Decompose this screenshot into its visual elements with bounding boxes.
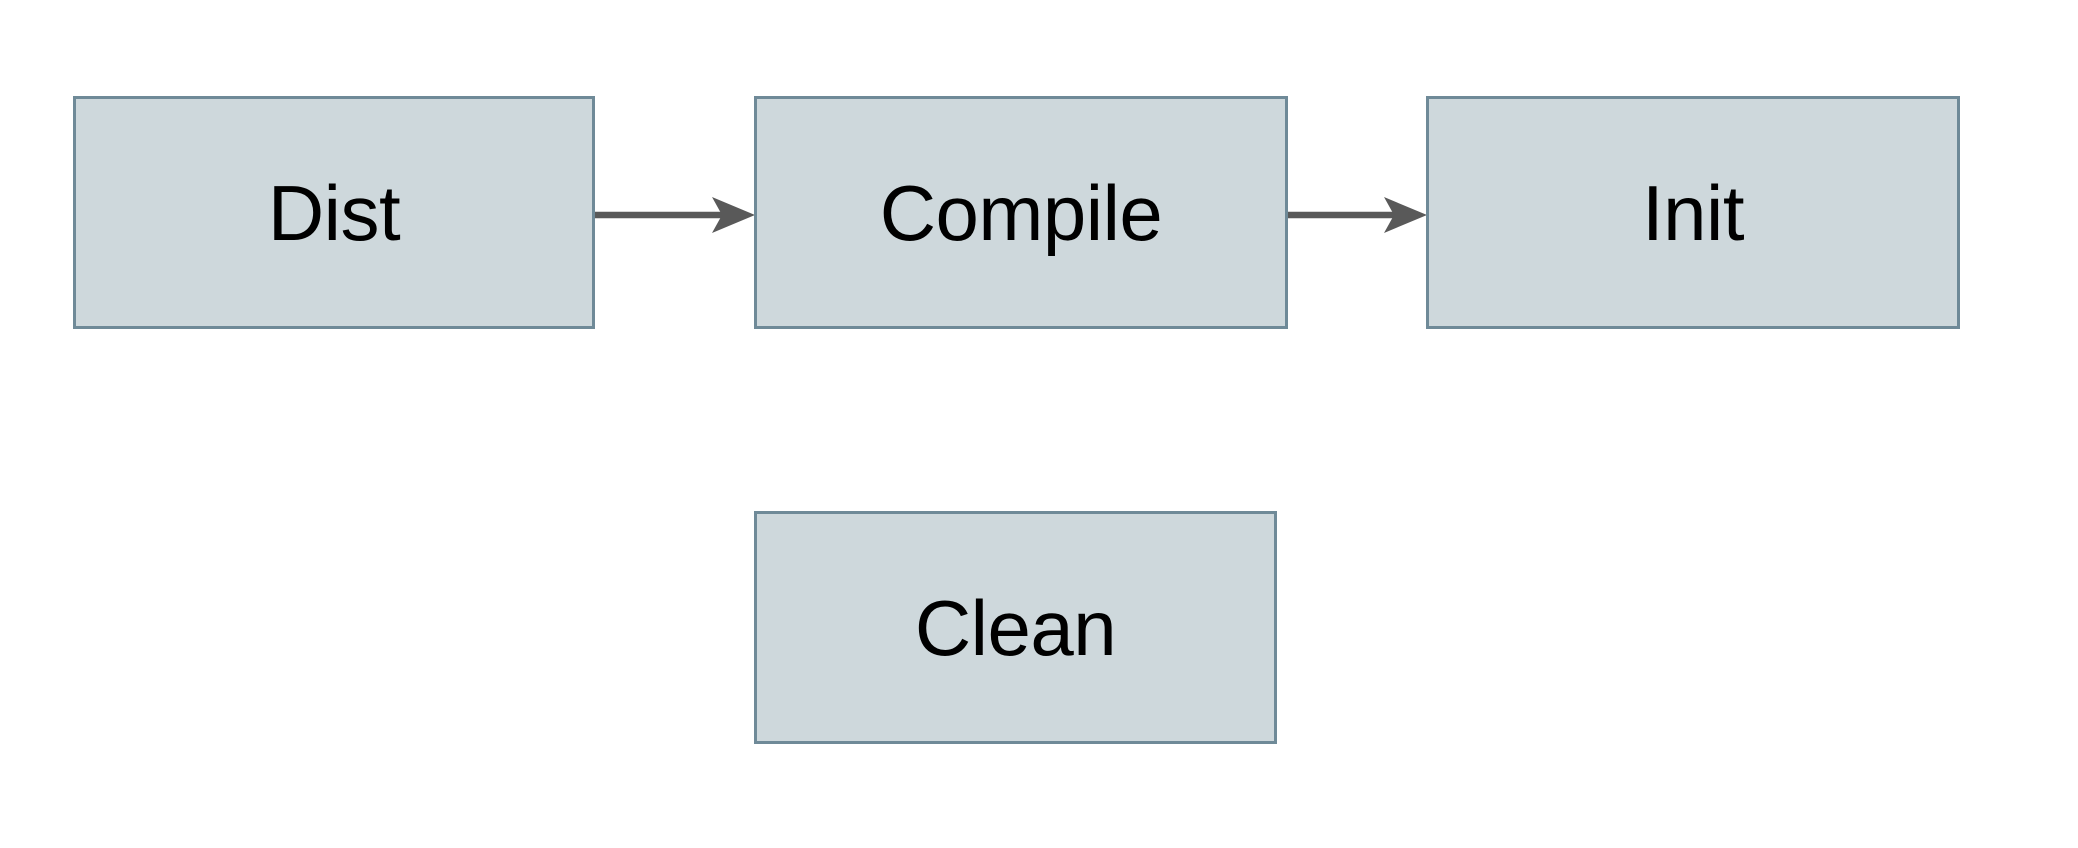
node-dist-label: Dist — [267, 168, 401, 257]
node-compile-label: Compile — [879, 168, 1163, 257]
edge-compile-to-init[interactable] — [1288, 194, 1427, 236]
node-clean-label: Clean — [914, 583, 1117, 672]
arrow-right-icon — [1384, 197, 1427, 233]
node-init-label: Init — [1641, 168, 1745, 257]
node-dist[interactable]: Dist — [73, 96, 595, 329]
arrow-right-icon — [712, 197, 755, 233]
edge-dist-to-compile[interactable] — [595, 194, 755, 236]
node-compile[interactable]: Compile — [754, 96, 1288, 329]
node-init[interactable]: Init — [1426, 96, 1960, 329]
node-clean[interactable]: Clean — [754, 511, 1277, 744]
